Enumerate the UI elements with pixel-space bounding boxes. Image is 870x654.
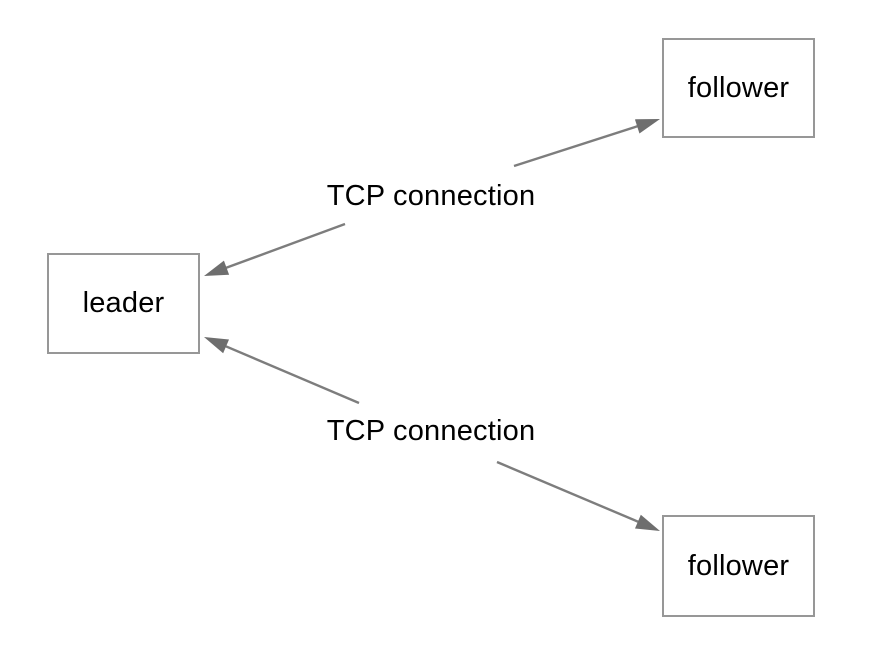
edge-label-tcp-connection-top: TCP connection xyxy=(326,180,536,213)
edge-line-bottom-label-to-follower-bottom xyxy=(496,460,649,527)
node-follower-top: follower xyxy=(662,38,815,138)
node-leader: leader xyxy=(47,253,200,354)
edge-line-top-label-to-follower-top xyxy=(513,121,648,168)
arrowhead-icon-top-label-to-leader xyxy=(204,260,230,276)
node-follower-bottom-label: follower xyxy=(687,549,790,582)
arrowhead-icon-top-label-to-follower-top xyxy=(634,119,660,134)
node-follower-bottom: follower xyxy=(662,515,815,617)
node-leader-label: leader xyxy=(82,287,165,319)
arrowhead-icon-bottom-label-to-follower-bottom xyxy=(634,514,660,531)
edge-line-bottom-label-to-leader xyxy=(215,341,360,405)
node-follower-top-label: follower xyxy=(687,71,790,104)
arrowhead-icon-bottom-label-to-leader xyxy=(204,337,230,354)
edge-label-tcp-connection-bottom: TCP connection xyxy=(326,415,536,448)
edge-line-top-label-to-leader xyxy=(215,222,346,273)
